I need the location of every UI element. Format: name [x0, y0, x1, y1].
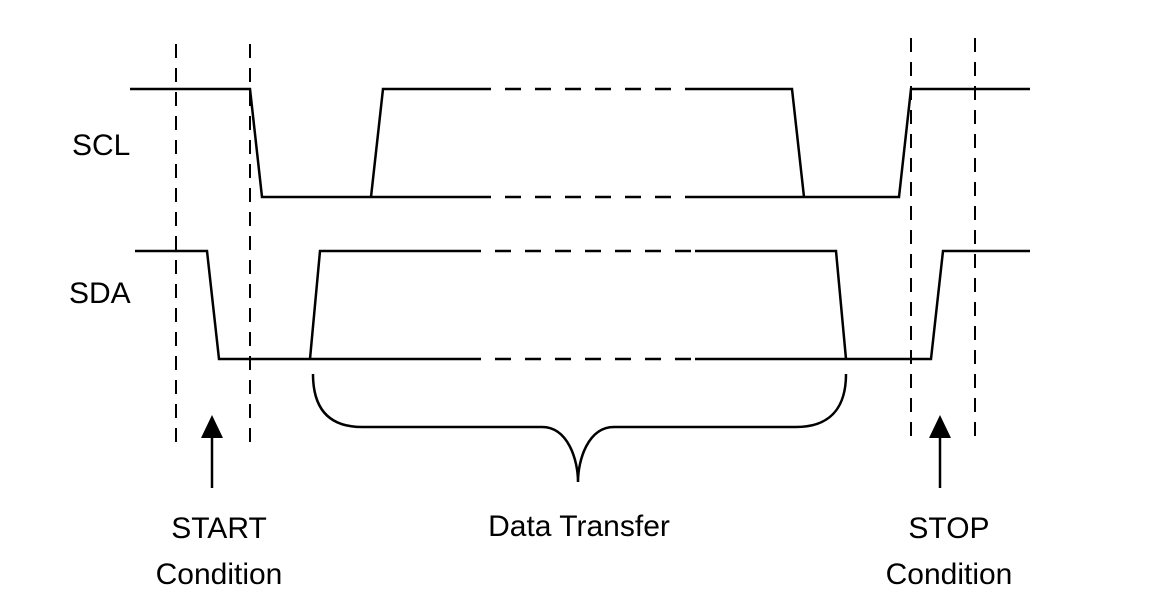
scl-wave-right: [695, 87, 1030, 199]
scl-wave-pulse-right: [695, 87, 806, 198]
sda-waveform: [135, 249, 1030, 361]
start-condition-label-line1: START: [171, 512, 267, 545]
scl-waveform: [130, 87, 1030, 199]
scl-label: SCL: [72, 129, 130, 162]
scl-wave-pulse-left: [369, 87, 475, 198]
scl-wave-left: [130, 87, 475, 199]
sda-label: SDA: [69, 277, 131, 310]
sda-wave-data-left: [308, 249, 465, 360]
stop-arrow-icon: [929, 415, 951, 488]
start-condition-label-line2: Condition: [156, 558, 283, 591]
sda-wave-right: [695, 249, 1030, 361]
sda-wave-data-right: [695, 249, 848, 360]
sda-wave-left: [135, 249, 465, 361]
data-transfer-label: Data Transfer: [488, 510, 670, 543]
guide-lines: [175, 38, 976, 442]
stop-condition-label-line1: STOP: [908, 512, 989, 545]
start-arrow-icon: [201, 415, 223, 488]
stop-condition-label-line2: Condition: [886, 558, 1013, 591]
data-transfer-brace: [311, 373, 848, 483]
